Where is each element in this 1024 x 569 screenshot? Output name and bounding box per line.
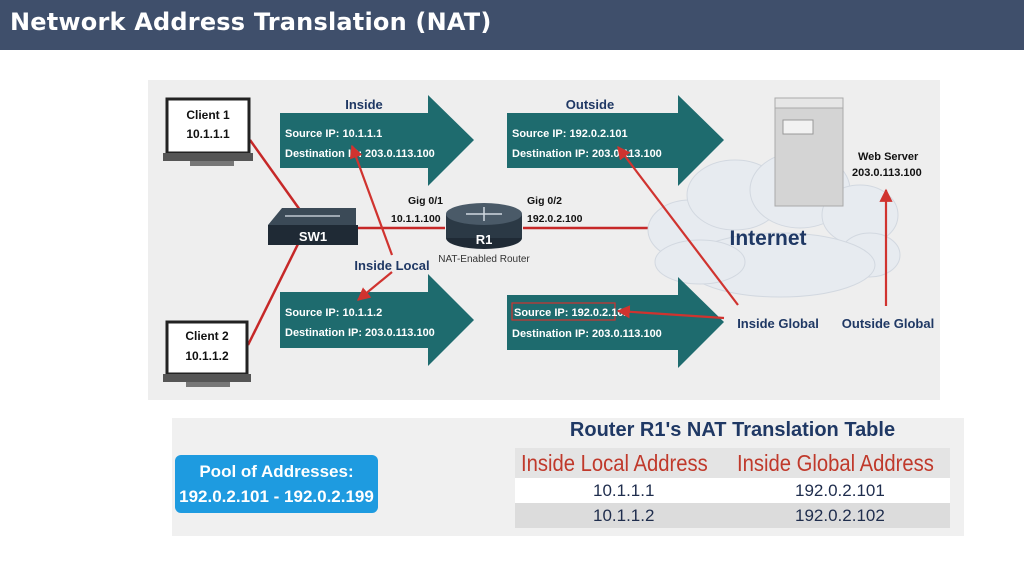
inside-local-label: Inside Local bbox=[354, 258, 429, 273]
gig02-label: Gig 0/2 bbox=[527, 195, 562, 207]
client1-ip: 10.1.1.1 bbox=[186, 127, 230, 141]
web-server-label: Web Server bbox=[858, 151, 919, 163]
inside-global-arrow-up bbox=[617, 145, 739, 306]
inside-local-arrow-up bbox=[349, 144, 394, 256]
packet-arrow-outside-bottom bbox=[507, 277, 724, 368]
pool-title: Pool of Addresses: bbox=[199, 462, 354, 481]
outside-top-source: Source IP: 192.0.2.101 bbox=[512, 128, 628, 140]
nat-table-header: Inside Local Address Inside Global Addre… bbox=[515, 448, 950, 478]
title-bar: Network Address Translation (NAT) bbox=[0, 0, 1024, 50]
inside-bottom-source: Source IP: 10.1.1.2 bbox=[285, 307, 382, 319]
packet-arrow-outside-top bbox=[507, 95, 724, 186]
switch-label: SW1 bbox=[299, 229, 327, 244]
client2-ip: 10.1.1.2 bbox=[185, 349, 229, 363]
router-label: R1 bbox=[476, 232, 493, 247]
web-server-ip: 203.0.113.100 bbox=[852, 167, 922, 179]
outside-heading: Outside bbox=[566, 97, 614, 112]
gig01-label: Gig 0/1 bbox=[408, 195, 443, 207]
client2-computer-icon bbox=[163, 320, 251, 387]
table-row: 10.1.1.2 192.0.2.102 bbox=[515, 503, 950, 528]
inside-top-source: Source IP: 10.1.1.1 bbox=[285, 128, 382, 140]
page-title: Network Address Translation (NAT) bbox=[10, 8, 492, 36]
server-icon bbox=[774, 97, 844, 207]
inside-global-arrow-left bbox=[616, 305, 725, 320]
gig01-ip: 10.1.1.100 bbox=[391, 213, 441, 225]
outside-top-destination: Destination IP: 203.0.113.100 bbox=[512, 148, 662, 160]
router-icon bbox=[446, 203, 522, 249]
inside-heading: Inside bbox=[345, 97, 383, 112]
address-pool-box: Pool of Addresses: 192.0.2.101 - 192.0.2… bbox=[175, 455, 378, 513]
cell-inside-global: 192.0.2.102 bbox=[795, 506, 885, 525]
router-caption: NAT-Enabled Router bbox=[438, 254, 530, 265]
column-inside-global: Inside Global Address bbox=[737, 450, 934, 476]
outside-bottom-source: Source IP: 192.0.2.102 bbox=[514, 307, 630, 319]
outside-bottom-destination: Destination IP: 203.0.113.100 bbox=[512, 328, 662, 340]
highlight-box bbox=[511, 302, 616, 321]
client2-name: Client 2 bbox=[185, 329, 229, 343]
client2-switch-link bbox=[246, 239, 302, 346]
pool-range: 192.0.2.101 - 192.0.2.199 bbox=[179, 487, 374, 506]
cell-inside-local: 10.1.1.2 bbox=[593, 506, 655, 525]
inside-global-label: Inside Global bbox=[737, 316, 819, 331]
internet-label: Internet bbox=[729, 227, 806, 250]
inside-local-arrow-down bbox=[356, 271, 393, 301]
outside-global-label: Outside Global bbox=[842, 316, 934, 331]
packet-arrow-inside-top bbox=[280, 95, 474, 186]
client1-switch-link bbox=[248, 139, 302, 211]
gig02-ip: 192.0.2.100 bbox=[527, 213, 583, 225]
column-inside-local: Inside Local Address bbox=[521, 450, 708, 476]
cell-inside-global: 192.0.2.101 bbox=[795, 481, 885, 500]
cable-lines bbox=[246, 139, 655, 346]
cell-inside-local: 10.1.1.1 bbox=[593, 481, 655, 500]
table-row: 10.1.1.1 192.0.2.101 bbox=[515, 478, 950, 503]
annotation-arrows bbox=[349, 144, 893, 320]
switch-icon bbox=[268, 208, 358, 245]
client1-name: Client 1 bbox=[186, 108, 230, 122]
client1-computer-icon bbox=[163, 97, 253, 166]
packet-arrow-inside-bottom bbox=[280, 274, 474, 366]
nat-table-title: Router R1's NAT Translation Table bbox=[569, 419, 896, 441]
inside-top-destination: Destination IP: 203.0.113.100 bbox=[285, 148, 435, 160]
inside-bottom-destination: Destination IP: 203.0.113.100 bbox=[285, 327, 435, 339]
